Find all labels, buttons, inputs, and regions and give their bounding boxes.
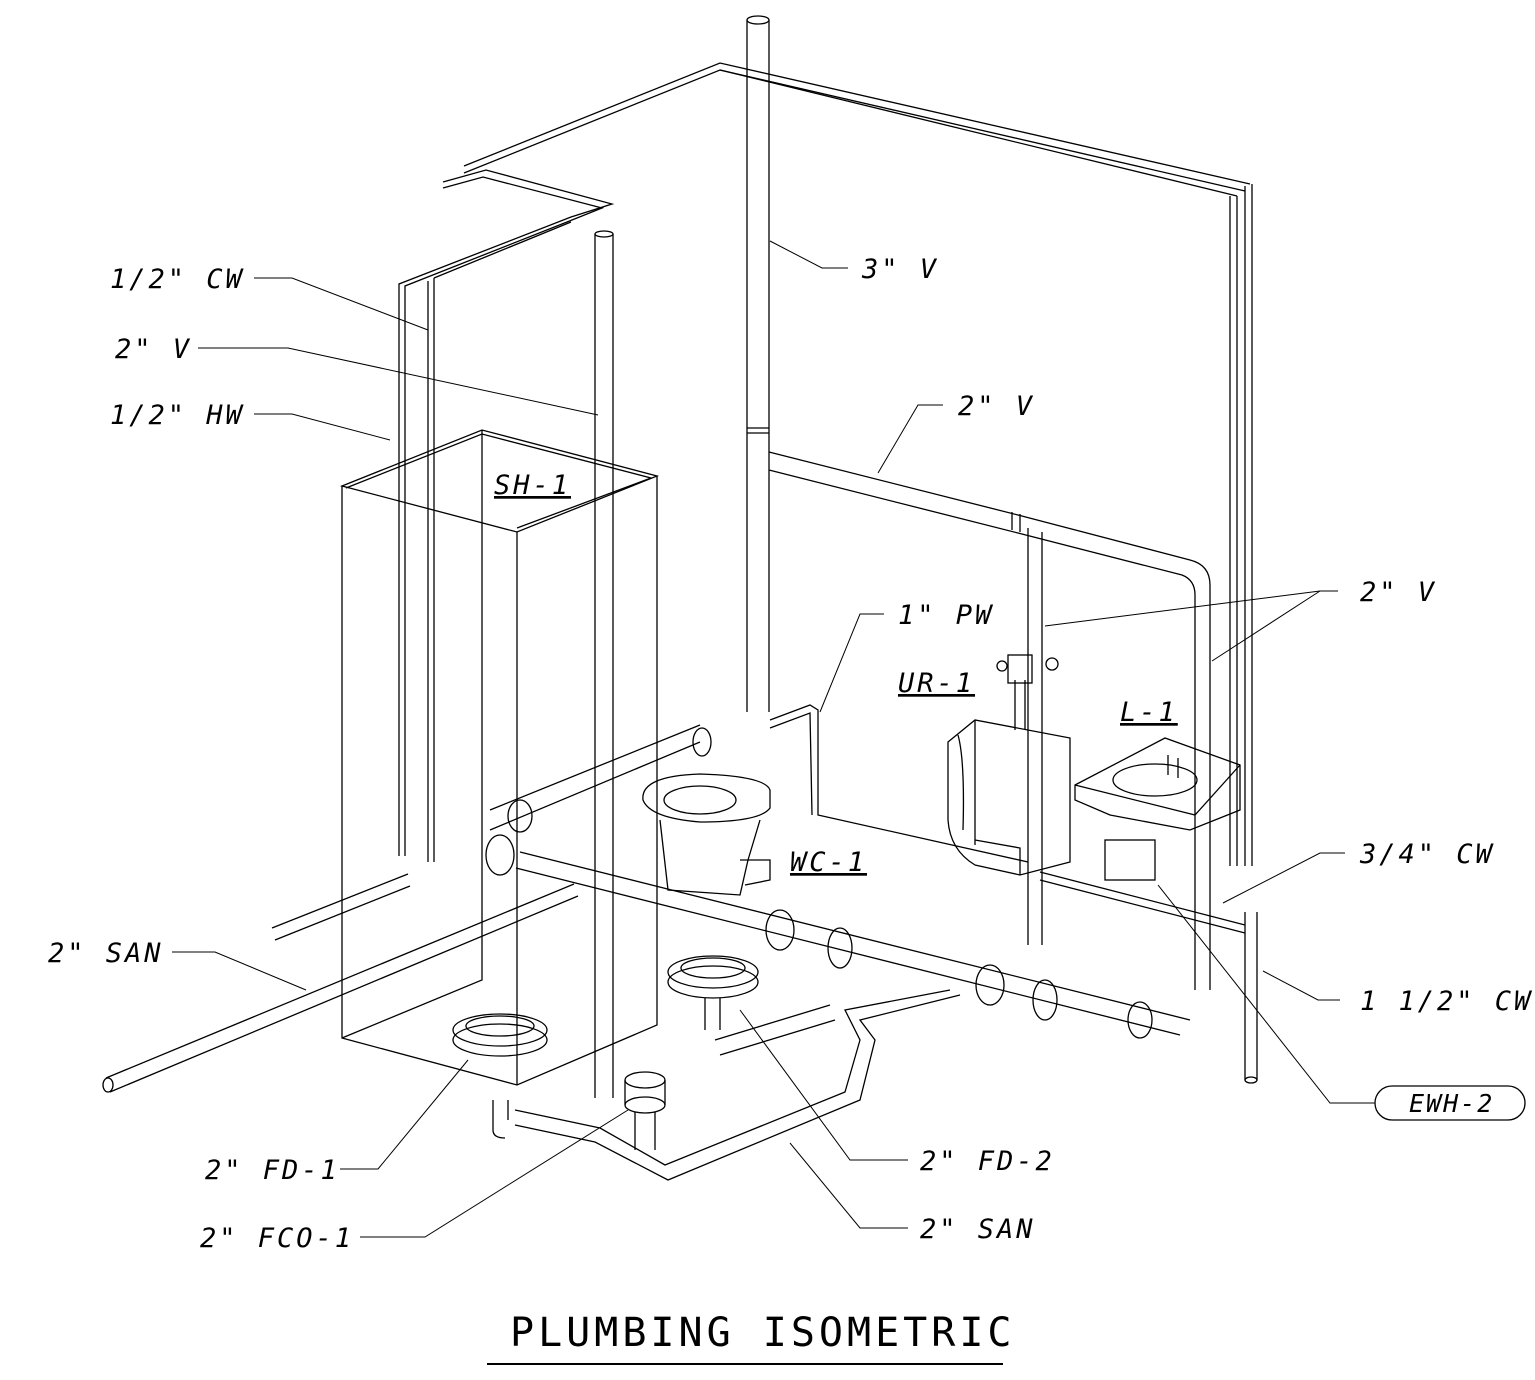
fixture-label-urinal: UR-1 bbox=[898, 668, 975, 699]
floor-cleanout-fco-1 bbox=[624, 1071, 666, 1150]
callout-fco-1: 2" FCO-1 bbox=[200, 1223, 354, 1254]
callout-vent-2-right: 2" V bbox=[1360, 577, 1437, 608]
callout-cw-half: 1/2" CW bbox=[110, 264, 245, 295]
vent-piping bbox=[594, 15, 1211, 1098]
callout-cw-three-quarter: 3/4" CW bbox=[1359, 839, 1495, 870]
fixture-label-water-closet: WC-1 bbox=[790, 847, 867, 878]
callout-cw-one-half: 1 1/2" CW bbox=[1360, 986, 1533, 1017]
shower-enclosure bbox=[339, 429, 660, 1086]
leader-lines bbox=[172, 240, 1526, 1238]
callout-san-left: 2" SAN bbox=[48, 938, 164, 969]
floor-drain-fd-2 bbox=[667, 955, 759, 1030]
lavatory-l-1 bbox=[1074, 737, 1241, 881]
callout-san-bottom: 2" SAN bbox=[920, 1214, 1036, 1245]
callout-vent-3: 3" V bbox=[861, 254, 939, 285]
fixture-label-water-heater: EWH-2 bbox=[1409, 1089, 1494, 1118]
callout-fd-2: 2" FD-2 bbox=[920, 1146, 1055, 1177]
callout-fd-1: 2" FD-1 bbox=[205, 1155, 340, 1186]
callout-vent-2-mid: 2" V bbox=[958, 391, 1035, 422]
callout-hw-half: 1/2" HW bbox=[110, 400, 245, 431]
floor-drain-fd-1 bbox=[452, 1013, 548, 1057]
sanitary-piping bbox=[102, 724, 1191, 1181]
callout-vent-2-left: 2" V bbox=[115, 334, 192, 365]
drawing-title: PLUMBING ISOMETRIC bbox=[510, 1310, 1015, 1356]
fixture-label-shower: SH-1 bbox=[494, 470, 571, 501]
fixture-label-lavatory: L-1 bbox=[1120, 697, 1178, 728]
water-supply-piping bbox=[398, 62, 1253, 866]
drawing-title-block: PLUMBING ISOMETRIC bbox=[487, 1310, 1015, 1365]
callout-pw-1: 1" PW bbox=[898, 600, 994, 631]
fixtures bbox=[452, 654, 1258, 1150]
urinal-ur-1 bbox=[947, 654, 1071, 876]
water-closet-wc-1 bbox=[642, 773, 771, 896]
water-heater-tag-box bbox=[1374, 1085, 1526, 1121]
labels: 1/2" CW 2" V 1/2" HW 3" V 2" V 1" PW 2" … bbox=[48, 254, 1533, 1254]
